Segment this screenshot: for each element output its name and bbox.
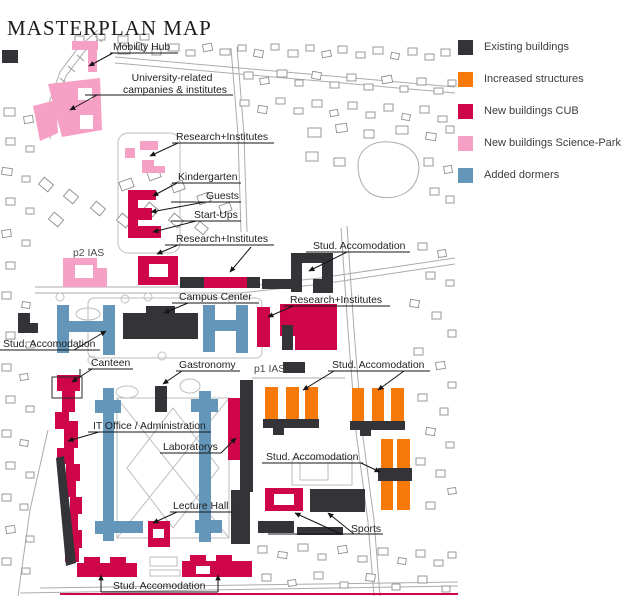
- map-label: Research+Institutes: [290, 295, 382, 306]
- map-label: Research+Institutes: [176, 132, 268, 143]
- map-label: Gastronomy: [179, 360, 236, 371]
- map-label: p2 IAS: [73, 248, 104, 259]
- legend-label: New buildings CUB: [484, 105, 579, 117]
- map-label: University-related: [132, 73, 213, 84]
- map-label: Stud. Accomodation: [313, 241, 406, 252]
- legend-swatch-science-park: [458, 135, 473, 151]
- map-label: Research+Institutes: [176, 234, 268, 245]
- legend-item-science-park: New buildings Science-Park: [458, 127, 621, 159]
- map-label: Stud. Accomodation: [3, 339, 96, 350]
- legend-item-existing: Existing buildings: [458, 31, 621, 63]
- legend-swatch-dormers: [458, 167, 473, 183]
- map-label: Kindergarten: [178, 172, 238, 183]
- map-label: Guests: [206, 191, 239, 202]
- map-label: Canteen: [91, 358, 131, 369]
- buildings-existing: [2, 50, 412, 566]
- map-label: Campus Center: [179, 292, 252, 303]
- map-label: Stud. Accomodation: [266, 452, 359, 463]
- legend-swatch-new-cub: [458, 103, 473, 119]
- map-label: Laboratorys: [163, 442, 218, 453]
- buildings-added-dormers: [57, 305, 248, 542]
- map-label: Stud. Accomodation: [113, 581, 206, 592]
- legend: Existing buildings Increased structures …: [458, 31, 621, 191]
- legend-item-increased: Increased structures: [458, 63, 621, 95]
- map-labels: Mobility HubUniversity-relatedcampanies …: [3, 42, 425, 592]
- map-label: IT Office / Administration: [93, 421, 206, 432]
- map-label: Sports: [351, 524, 381, 535]
- legend-item-new-cub: New buildings CUB: [458, 95, 621, 127]
- legend-label: Increased structures: [484, 73, 584, 85]
- map-label: Lecture Hall: [173, 501, 228, 512]
- legend-swatch-increased: [458, 71, 473, 87]
- legend-swatch-existing: [458, 39, 473, 55]
- annotation-layer: [0, 52, 430, 593]
- legend-label: Added dormers: [484, 169, 560, 181]
- map-label: Start-Ups: [194, 210, 238, 221]
- page-title: MASTERPLAN MAP: [7, 16, 212, 41]
- map-label: Stud. Accomodation: [332, 360, 425, 371]
- legend-item-dormers: Added dormers: [458, 159, 621, 191]
- legend-label: New buildings Science-Park: [484, 137, 621, 149]
- building-courtyards: [75, 88, 294, 574]
- map-label: p1 IAS: [254, 364, 285, 375]
- context-layer: [1, 29, 459, 596]
- map-label: Mobility Hub: [113, 42, 170, 53]
- legend-label: Existing buildings: [484, 41, 569, 53]
- map-label: campanies & institutes: [123, 85, 227, 96]
